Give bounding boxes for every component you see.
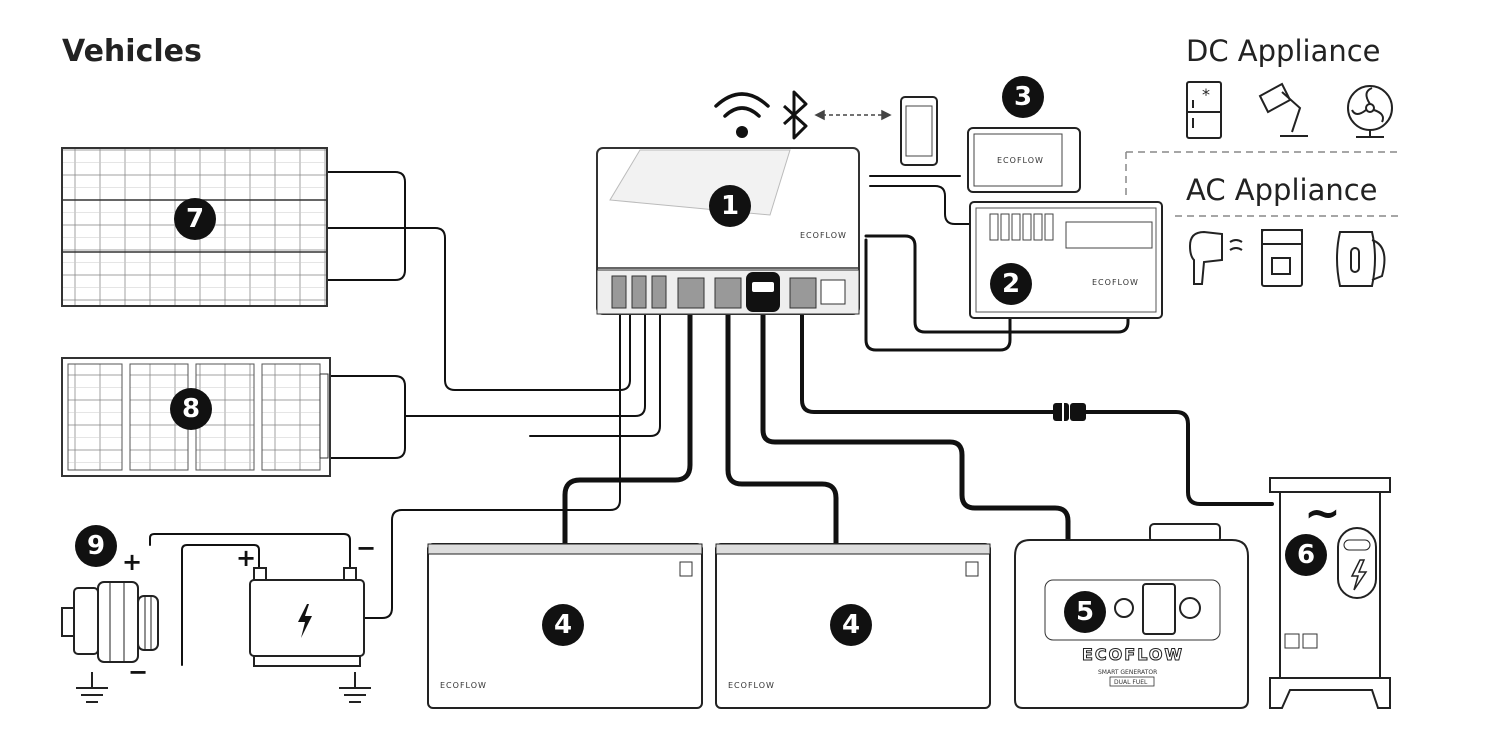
cables <box>149 171 1274 666</box>
hair-dryer-icon <box>1188 230 1243 285</box>
console-brand: ECOFLOW <box>997 156 1044 165</box>
panel-brand: ECOFLOW <box>1092 278 1139 287</box>
coffee-maker-icon <box>1261 229 1303 287</box>
svg-text:6: 6 <box>1297 540 1315 570</box>
battery-minus-sign: − <box>356 534 376 562</box>
svg-text:1: 1 <box>721 191 739 221</box>
svg-text:7: 7 <box>186 204 204 234</box>
hub-brand: ECOFLOW <box>800 231 847 240</box>
badge-roof-solar: 7 <box>174 198 216 240</box>
dc-appliance-label: DC Appliance <box>1186 34 1381 68</box>
badge-battery-left: 4 <box>542 604 584 646</box>
phone-icon <box>900 96 938 166</box>
ground-icon <box>76 672 108 703</box>
power-kit-hub: ECOFLOW <box>596 147 860 315</box>
battery-plus-sign: + <box>236 544 256 572</box>
lightning-icon <box>298 604 312 638</box>
badge-shore-power: 6 <box>1285 534 1327 576</box>
svg-text:4: 4 <box>842 610 860 640</box>
lamp-icon <box>1258 82 1308 137</box>
svg-text:9: 9 <box>87 531 105 561</box>
ac-appliance-label: AC Appliance <box>1186 173 1378 207</box>
smart-console: ECOFLOW <box>967 127 1081 193</box>
generator-fuel: DUAL FUEL <box>1114 679 1148 686</box>
generator-caption: SMART GENERATOR <box>1098 669 1157 676</box>
wifi-icon <box>714 92 770 138</box>
shore-symbol: ~ <box>1304 488 1341 539</box>
badge-distribution-panel: 2 <box>990 263 1032 305</box>
svg-text:3: 3 <box>1014 82 1032 112</box>
badge-battery-right: 4 <box>830 604 872 646</box>
svg-text:4: 4 <box>554 610 572 640</box>
kettle-icon <box>1336 231 1386 287</box>
bluetooth-icon <box>782 90 808 140</box>
smart-generator: ECOFLOW SMART GENERATOR DUAL FUEL <box>1014 523 1249 709</box>
ground-icon <box>339 672 371 703</box>
badge-generator: 5 <box>1064 591 1106 633</box>
badge-console: 3 <box>1002 76 1044 118</box>
page-title: Vehicles <box>62 34 202 69</box>
svg-text:5: 5 <box>1076 597 1094 627</box>
badge-alternator: 9 <box>75 525 117 567</box>
generator-brand: ECOFLOW <box>1082 645 1184 664</box>
alternator <box>61 581 159 663</box>
badge-portable-solar: 8 <box>170 388 212 430</box>
battery-right-brand: ECOFLOW <box>728 681 775 690</box>
link-arrow <box>814 109 892 121</box>
shore-plug <box>1053 401 1086 423</box>
fan-icon <box>1347 85 1393 138</box>
svg-text:*: * <box>1202 85 1210 104</box>
svg-text:8: 8 <box>182 394 200 424</box>
shore-power-pedestal: ~ <box>1269 477 1391 709</box>
alternator-plus-sign: + <box>122 548 142 576</box>
svg-text:2: 2 <box>1002 269 1020 299</box>
vehicle-battery <box>249 567 365 667</box>
fridge-icon: * <box>1186 81 1222 139</box>
badge-power-kit-hub: 1 <box>709 185 751 227</box>
alternator-minus-sign: − <box>128 658 148 686</box>
battery-left-brand: ECOFLOW <box>440 681 487 690</box>
